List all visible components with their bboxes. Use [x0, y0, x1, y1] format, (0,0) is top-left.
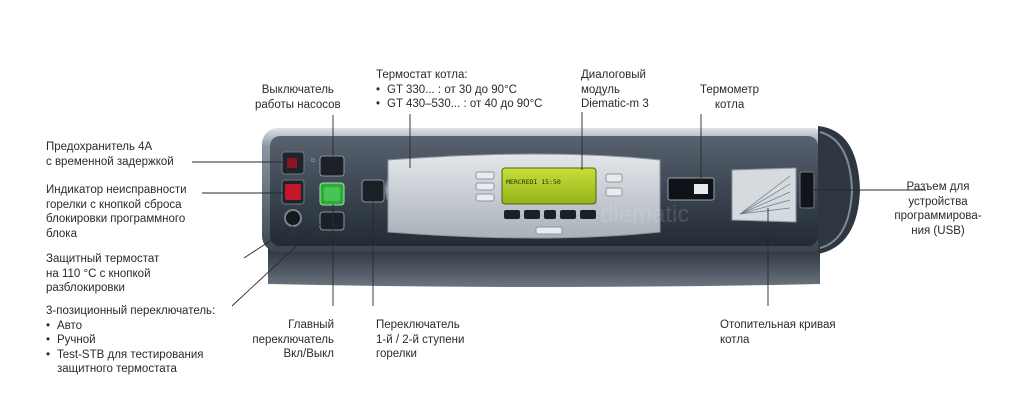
label-fuse: Предохранитель 4А с временной задержкой: [46, 141, 174, 168]
thermostat-item: GT 430–530... : от 40 до 90°C: [376, 97, 543, 112]
mode-item: Авто: [46, 319, 215, 334]
three-position-switch: [319, 211, 345, 231]
safety-thermostat-knob: [284, 209, 302, 227]
usb-port: [799, 171, 815, 209]
heating-curve-chart: [731, 167, 797, 223]
label-heating-curve: Отопительная кривая котла: [720, 319, 836, 346]
stage-switch: [361, 179, 385, 203]
label-boiler-thermostat: Термостат котла: GT 330... : от 30 до 90…: [376, 68, 543, 112]
lcd-display: [501, 167, 597, 205]
label-pump-switch: Выключатель работы насосов: [255, 84, 341, 111]
fuse-holder: [287, 158, 297, 168]
label-boiler-thermometer: Термометр котла: [700, 84, 760, 111]
mode-item: Test-STB для тестирования: [46, 348, 215, 363]
pump-switch: [319, 155, 345, 177]
boiler-thermometer: [667, 177, 715, 201]
svg-text:⏻: ⏻: [311, 158, 315, 164]
label-usb-port: Разъем для устройства программирова- ния…: [894, 181, 982, 237]
label-three-position-switch: 3-позиционный переключатель: Авто Ручной…: [46, 304, 215, 377]
svg-text:diematic: diematic: [600, 201, 689, 228]
mode-item: защитного термостата: [57, 363, 177, 375]
label-main-switch: Главный переключатель Вкл/Выкл: [252, 319, 334, 360]
panel-base: [268, 248, 820, 287]
label-stage-switch: Переключатель 1-й / 2-й ступени горелки: [376, 319, 465, 360]
label-dialog-module: Диалоговый модуль Diematic-m 3: [581, 69, 649, 110]
mode-item: Ручной: [46, 333, 215, 348]
label-fault-indicator: Индикатор неисправности горелки с кнопко…: [46, 184, 187, 240]
thermostat-item: GT 330... : от 30 до 90°C: [376, 83, 543, 98]
label-safety-thermostat: Защитный термостат на 110 °С с кнопкой р…: [46, 253, 160, 294]
lcd-text: MERCREDI 15:50: [506, 178, 561, 186]
fault-indicator-led: [285, 184, 301, 200]
